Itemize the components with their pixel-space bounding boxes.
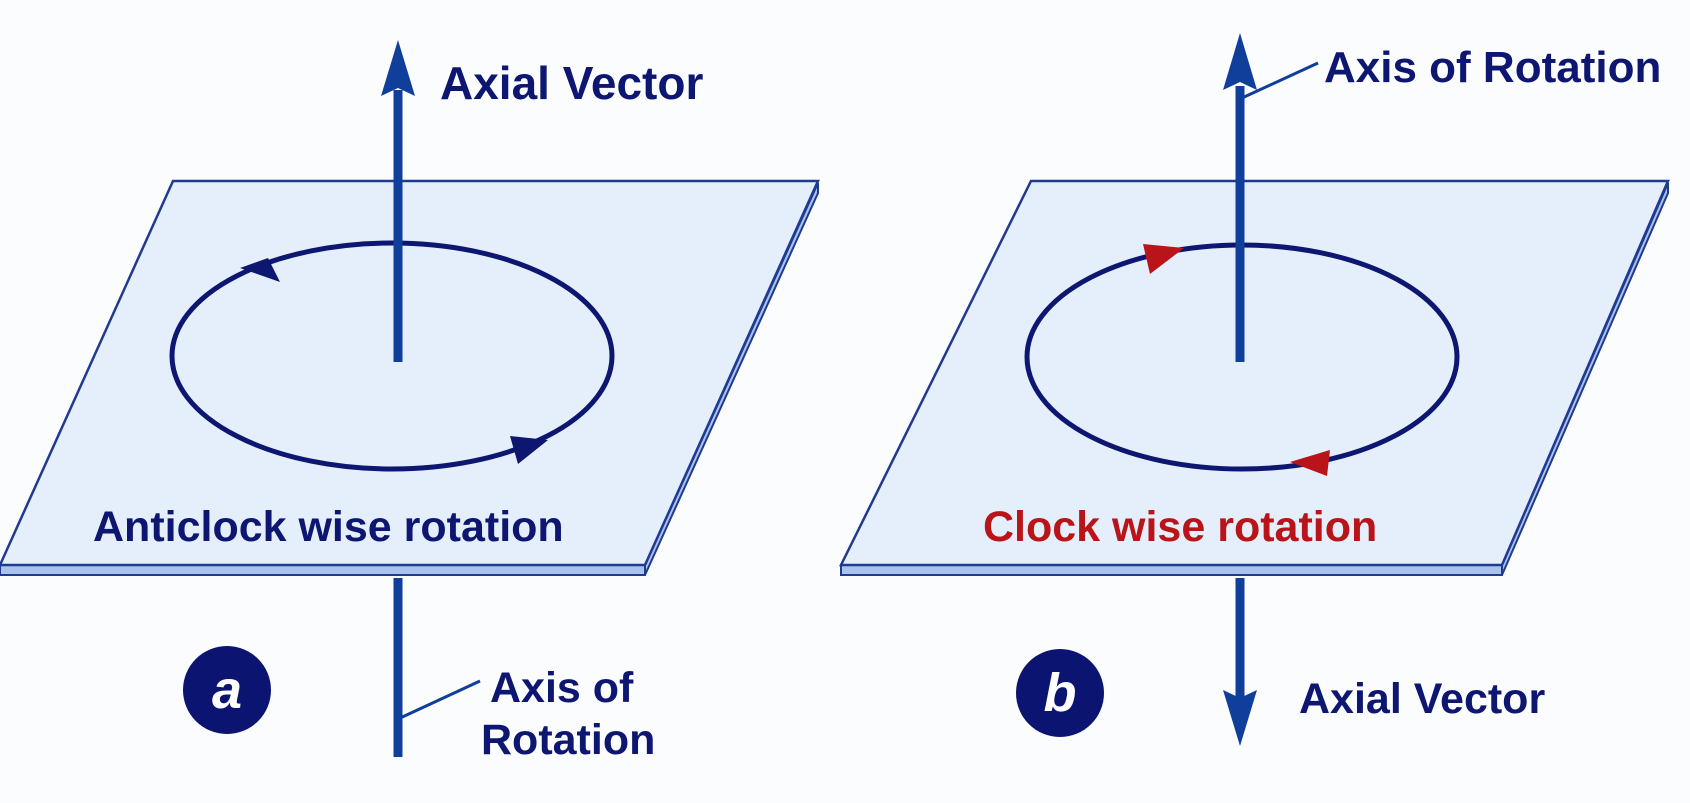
axis-of-rotation-arrowhead-b xyxy=(1223,33,1257,90)
plane-b xyxy=(838,179,1670,567)
rotation-circle-a xyxy=(169,240,615,472)
axial-vector-arrowhead-a xyxy=(381,40,415,96)
plane-edge-a xyxy=(0,564,646,576)
rotation-label-a: Anticlock wise rotation xyxy=(93,503,564,551)
leader-line-a xyxy=(397,679,481,721)
plane-edge-b xyxy=(840,564,1503,576)
arrowhead-bottom-b xyxy=(1290,450,1330,476)
panel-badge-b: b xyxy=(1016,649,1104,737)
leader-line-b xyxy=(1241,61,1319,100)
rotation-label-b: Clock wise rotation xyxy=(983,503,1377,551)
arrowhead-top-b xyxy=(1143,244,1184,274)
axial-vector-arrowhead-b xyxy=(1223,690,1257,746)
badge-letter-a: a xyxy=(212,660,242,720)
arrowhead-top-a xyxy=(240,258,280,282)
panel-b: Axis of Rotation Clock wise rotation Axi… xyxy=(838,33,1670,746)
panel-badge-a: a xyxy=(183,646,271,734)
axial-vector-label-a: Axial Vector xyxy=(440,57,703,109)
axis-of-rotation-label-b: Axis of Rotation xyxy=(1324,43,1661,92)
axis-of-rotation-label-a-line1: Axis of xyxy=(490,664,634,712)
badge-letter-b: b xyxy=(1044,663,1077,723)
axial-vector-label-b: Axial Vector xyxy=(1299,675,1545,723)
arrowhead-bottom-a xyxy=(510,436,548,464)
panel-a: Axial Vector Anticlock wise rotation Axi… xyxy=(0,40,820,764)
plane-a xyxy=(0,179,820,567)
axis-of-rotation-label-a-line2: Rotation xyxy=(481,716,655,764)
